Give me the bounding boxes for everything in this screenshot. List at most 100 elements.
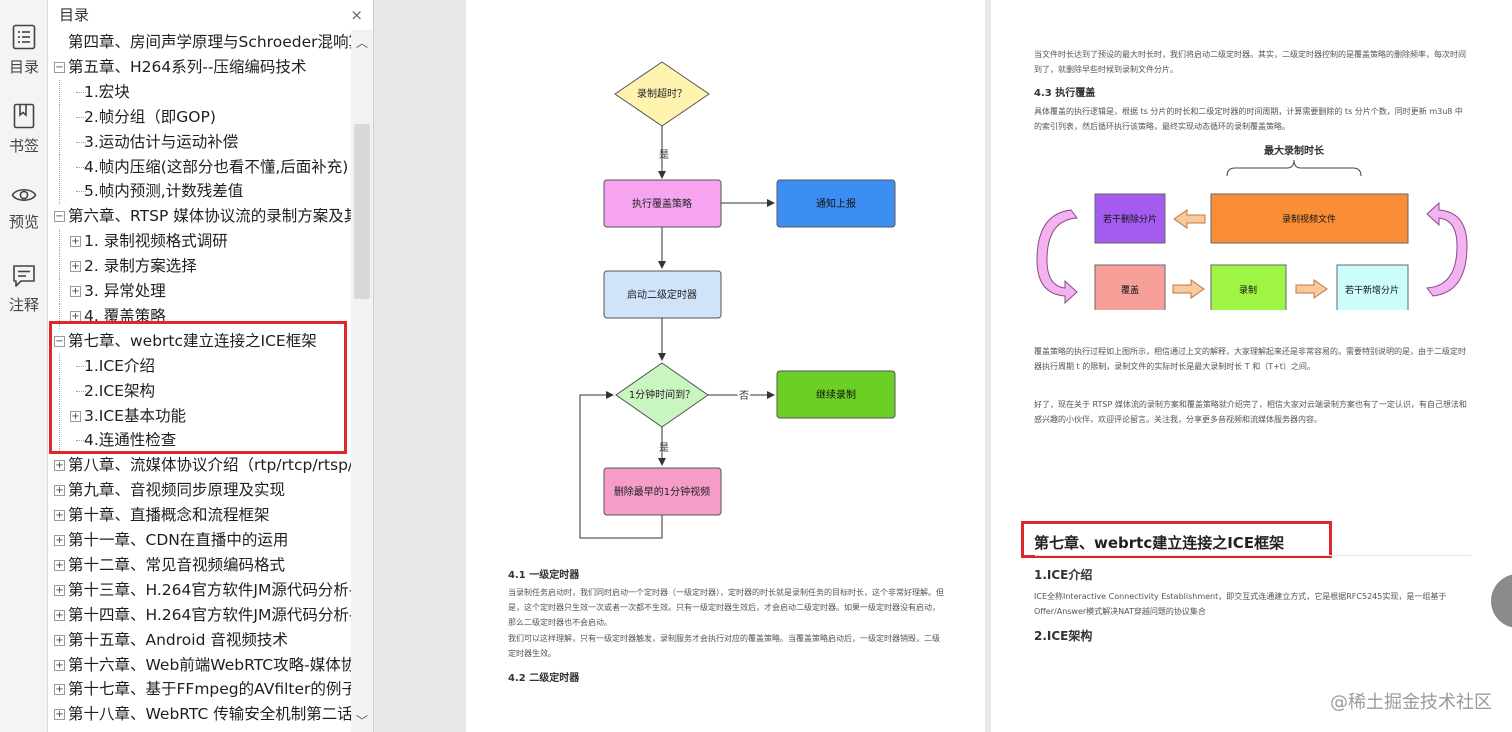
rail-bookmark-button[interactable]: 书签 bbox=[0, 103, 48, 165]
toc-chapter-item[interactable]: −第五章、H264系列--压缩编码技术 bbox=[48, 55, 352, 80]
toc-chapter-item[interactable]: 第四章、房间声学原理与Schroeder混响算 bbox=[48, 30, 352, 55]
section-4-2-heading: 4.2 二级定时器 bbox=[508, 673, 580, 684]
page-left: 录制超时？ 是 执行覆盖策略 通知上报 启动二级定时器 1分钟时间到？ 否 继续… bbox=[466, 0, 985, 732]
toc-section-item[interactable]: 3.运动估计与运动补偿 bbox=[48, 129, 352, 155]
toc-item-label: 2. 录制方案选择 bbox=[84, 257, 197, 276]
max-duration-label: 最大录制时长 bbox=[1264, 144, 1325, 157]
toc-section-item[interactable]: +3. 异常处理 bbox=[48, 279, 352, 304]
toc-scrollbar[interactable]: ︿ ﹀ bbox=[351, 30, 373, 732]
expand-icon[interactable]: + bbox=[54, 709, 65, 721]
expand-icon[interactable]: + bbox=[54, 659, 65, 671]
toc-section-item[interactable]: +3.ICE基本功能 bbox=[48, 403, 352, 429]
expand-icon[interactable]: + bbox=[54, 460, 65, 472]
expand-icon[interactable]: + bbox=[54, 535, 65, 546]
tree-guide bbox=[59, 428, 60, 454]
toc-chapter-item[interactable]: −第六章、RTSP 媒体协议流的录制方案及其 bbox=[48, 204, 352, 229]
no-label: 否 bbox=[739, 390, 749, 402]
document-viewer[interactable]: 录制超时？ 是 执行覆盖策略 通知上报 启动二级定时器 1分钟时间到？ 否 继续… bbox=[375, 0, 1512, 732]
section-4-1-para2: 我们可以这样理解，只有一级定时器触发，录制服务才会执行对应的覆盖策略。当覆盖策略… bbox=[508, 634, 940, 658]
tree-guide bbox=[59, 229, 60, 255]
new-shards-text: 若干新增分片 bbox=[1345, 284, 1399, 296]
toc-section-item[interactable]: 5.帧内预测,计数残差值 bbox=[48, 179, 352, 205]
expand-icon[interactable]: + bbox=[70, 410, 81, 422]
tree-guide bbox=[59, 378, 60, 404]
expand-icon[interactable]: + bbox=[70, 286, 81, 297]
rail-preview-button[interactable]: 预览 bbox=[0, 185, 48, 247]
tree-connector bbox=[76, 365, 86, 367]
collapse-icon[interactable]: − bbox=[54, 335, 65, 347]
toc-chapter-item[interactable]: +第十四章、H.264官方软件JM源代码分析-解 bbox=[48, 603, 352, 628]
eye-icon bbox=[11, 188, 37, 202]
tree-guide bbox=[59, 353, 60, 379]
scroll-down-icon[interactable]: ﹀ bbox=[356, 714, 369, 728]
expand-icon[interactable]: + bbox=[54, 559, 65, 571]
collapse-icon[interactable]: − bbox=[54, 211, 65, 223]
toc-chapter-item[interactable]: −第七章、webrtc建立连接之ICE框架 bbox=[48, 329, 352, 354]
expand-icon[interactable]: + bbox=[54, 634, 65, 646]
process-para: 覆盖策略的执行过程如上图所示，相信通过上文的解释，大家理解起来还是非常容易的。需… bbox=[1034, 347, 1466, 371]
toc-chapter-item[interactable]: +第十五章、Android 音视频技术 bbox=[48, 628, 352, 653]
toc-item-label: 第十二章、常见音视频编码格式 bbox=[68, 555, 286, 574]
toc-chapter-item[interactable]: +第十三章、H.264官方软件JM源代码分析-编 bbox=[48, 578, 352, 603]
tree-connector bbox=[76, 116, 86, 118]
toc-item-label: 第九章、音视频同步原理及实现 bbox=[68, 481, 286, 500]
toc-section-item[interactable]: 4.帧内压缩(这部分也看不懂,后面补充) bbox=[48, 154, 352, 180]
scroll-top-button[interactable] bbox=[1491, 574, 1512, 628]
toc-item-label: 4.连通性检查 bbox=[84, 431, 177, 450]
section-4-1-para1: 当录制任务启动时，我们同时启动一个定时器（一级定时器），定时器的时长就是录制任务… bbox=[508, 588, 944, 627]
ice-intro-heading: 1.ICE介绍 bbox=[1034, 568, 1093, 582]
rail-comment-button[interactable]: 注释 bbox=[0, 264, 48, 326]
toc-section-item[interactable]: 2.ICE架构 bbox=[48, 378, 352, 404]
toc-item-label: 第十七章、基于FFmpeg的AVfilter的例子- bbox=[68, 680, 352, 699]
tree-guide bbox=[59, 179, 60, 205]
toc-section-item[interactable]: 1.ICE介绍 bbox=[48, 353, 352, 379]
chapter7-heading: 第七章、webrtc建立连接之ICE框架 bbox=[1034, 534, 1285, 552]
toc-panel: 目录 × 第四章、房间声学原理与Schroeder混响算−第五章、H264系列-… bbox=[48, 0, 374, 732]
toc-section-item[interactable]: 4.连通性检查 bbox=[48, 428, 352, 454]
toc-chapter-item[interactable]: +第十八章、WebRTC 传输安全机制第二话： bbox=[48, 702, 352, 727]
toc-chapter-item[interactable]: +第十章、直播概念和流程框架 bbox=[48, 503, 352, 528]
toc-item-label: 第十一章、CDN在直播中的运用 bbox=[68, 531, 289, 549]
toc-section-item[interactable]: +1. 录制视频格式调研 bbox=[48, 229, 352, 255]
toc-section-item[interactable]: +2. 录制方案选择 bbox=[48, 254, 352, 280]
watermark: @稀土掘金技术社区 bbox=[1330, 692, 1492, 713]
scroll-up-icon[interactable]: ︿ bbox=[356, 36, 369, 50]
rail-bookmark-label: 书签 bbox=[8, 137, 39, 155]
tree-guide bbox=[59, 303, 60, 329]
toc-chapter-item[interactable]: +第十七章、基于FFmpeg的AVfilter的例子- bbox=[48, 677, 352, 702]
toc-section-item[interactable]: 1.宏块 bbox=[48, 79, 352, 105]
toc-chapter-item[interactable]: +第十二章、常见音视频编码格式 bbox=[48, 553, 352, 578]
record-file-box bbox=[1210, 193, 1409, 244]
close-icon[interactable]: × bbox=[350, 6, 363, 24]
rail-toc-button[interactable]: 目录 bbox=[0, 24, 48, 86]
toc-chapter-item[interactable]: +第九章、音视频同步原理及实现 bbox=[48, 478, 352, 503]
rail-preview-label: 预览 bbox=[8, 213, 39, 231]
expand-icon[interactable]: + bbox=[54, 684, 65, 696]
expand-icon[interactable]: + bbox=[70, 236, 81, 248]
expand-icon[interactable]: + bbox=[54, 485, 65, 497]
notify-text: 通知上报 bbox=[816, 197, 856, 210]
toc-section-item[interactable]: 2.帧分组（即GOP) bbox=[48, 104, 352, 130]
toc-chapter-item[interactable]: +第八章、流媒体协议介绍（rtp/rtcp/rtsp/r bbox=[48, 453, 352, 478]
yes-label-1: 是 bbox=[659, 149, 669, 161]
yes-label-2: 是 bbox=[659, 442, 669, 454]
toc-chapter-item[interactable]: +第十六章、Web前端WebRTC攻略-媒体协 bbox=[48, 653, 352, 678]
ice-arch-heading: 2.ICE架构 bbox=[1034, 629, 1093, 643]
expand-icon[interactable]: + bbox=[54, 609, 65, 621]
tree-guide bbox=[59, 129, 60, 155]
expand-icon[interactable]: + bbox=[54, 510, 65, 522]
overwrite-text: 覆盖 bbox=[1121, 284, 1139, 296]
toc-chapter-item[interactable]: +第十一章、CDN在直播中的运用 bbox=[48, 528, 352, 553]
scrollbar-thumb[interactable] bbox=[354, 124, 370, 299]
tree-connector bbox=[76, 390, 86, 392]
toc-item-label: 5.帧内预测,计数残差值 bbox=[84, 182, 244, 201]
collapse-icon[interactable]: − bbox=[54, 61, 65, 73]
toc-item-label: 1.ICE介绍 bbox=[84, 356, 155, 375]
bookmark-icon bbox=[13, 103, 35, 129]
toc-section-item[interactable]: +4. 覆盖策略 bbox=[48, 303, 352, 329]
exec-overwrite-text: 执行覆盖策略 bbox=[632, 197, 692, 210]
toc-item-label: 第十五章、Android 音视频技术 bbox=[68, 630, 288, 649]
expand-icon[interactable]: + bbox=[70, 261, 81, 273]
tree-connector bbox=[76, 91, 86, 93]
expand-icon[interactable]: + bbox=[54, 584, 65, 596]
